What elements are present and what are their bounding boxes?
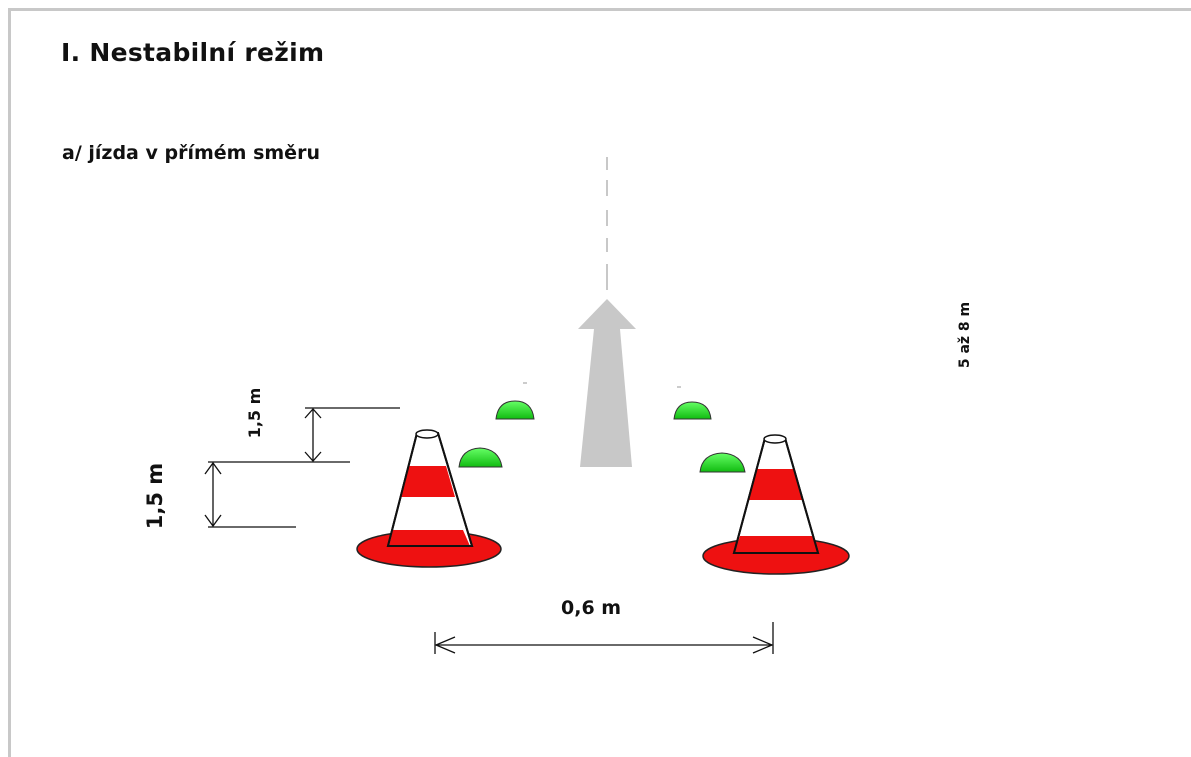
- frame-left-border: [8, 8, 11, 757]
- direction-arrow-icon: [578, 299, 636, 467]
- green-marker-lower-right: [699, 452, 746, 473]
- green-marker-upper-left: [495, 382, 535, 420]
- dimension-label-track-length: 5 až 8 m: [957, 301, 973, 369]
- page-title: I. Nestabilní režim: [61, 38, 325, 67]
- frame-top-border: [8, 8, 1191, 11]
- green-marker-upper-right: [673, 386, 712, 420]
- dimension-marker-upper: [304, 407, 400, 463]
- traffic-cone-right-icon: [702, 434, 850, 575]
- dimension-label-cone-spacing: 0,6 m: [561, 597, 622, 619]
- dimension-label-lower: 1,5 m: [143, 462, 167, 530]
- dimension-label-upper: 1,5 m: [245, 387, 264, 439]
- section-subtitle: a/ jízda v přímém směru: [62, 142, 320, 164]
- dimension-marker-horizontal: [434, 622, 774, 654]
- traffic-cone-left-icon: [356, 429, 502, 568]
- dimension-marker-lower: [204, 461, 305, 528]
- green-marker-lower-left: [458, 447, 503, 468]
